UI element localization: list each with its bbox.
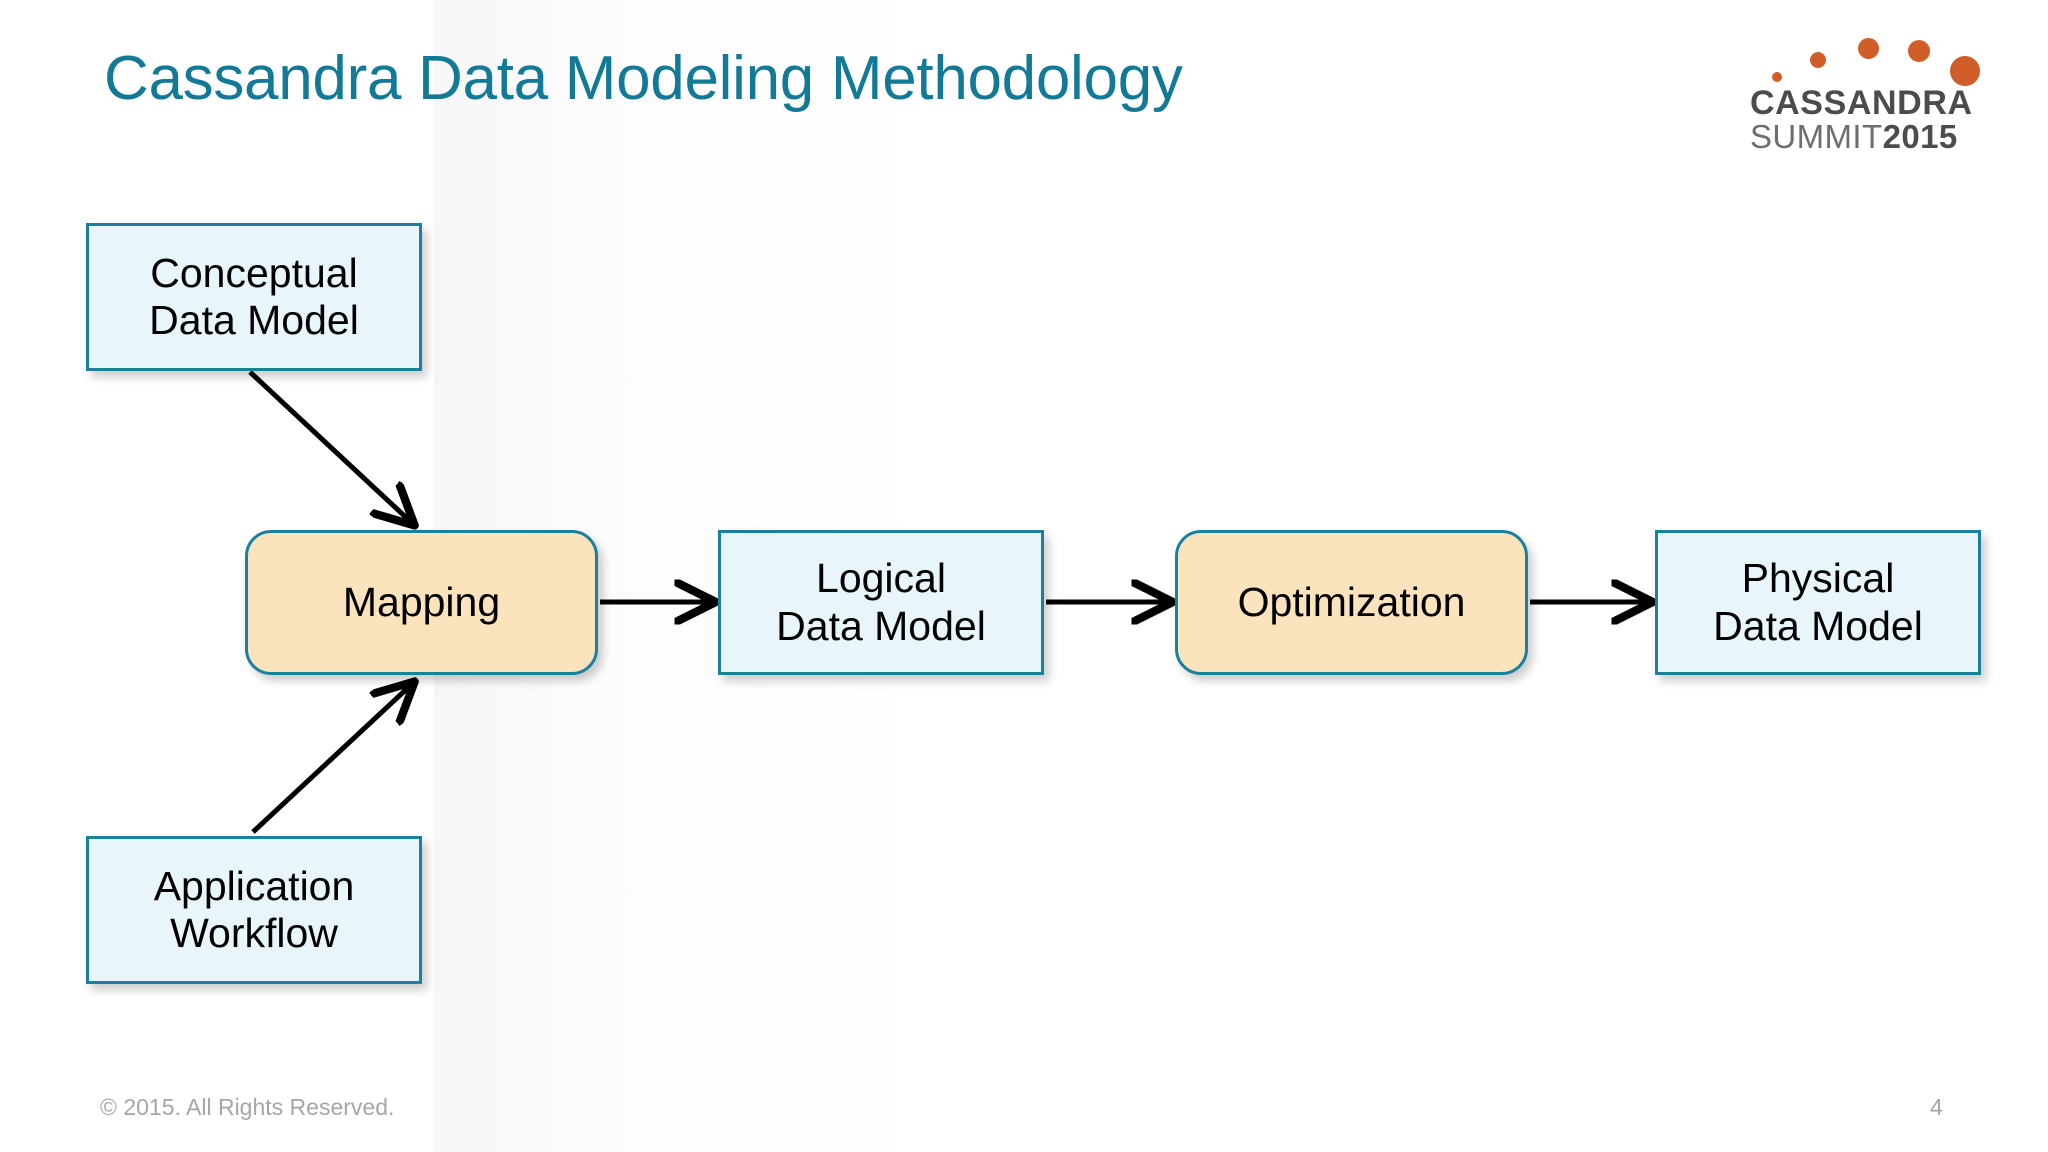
logo-text-cassandra: CASSANDRA [1750,84,1973,122]
node-label-line2: Workflow [170,910,338,956]
footer-copyright: © 2015. All Rights Reserved. [100,1094,395,1120]
footer-page-number: 4 [1930,1094,1943,1120]
cassandra-summit-logo: CASSANDRA SUMMIT2015 [1750,26,1980,155]
node-label-line1: Application [153,862,355,909]
arrow-conceptual-to-mapping [248,370,412,523]
orange-dot-arc-icon [1750,26,1980,88]
node-label-line2: Data Model [149,297,359,343]
logo-text-summit: SUMMIT [1750,118,1883,155]
diagram-node-mapping[interactable]: Mapping [245,530,598,675]
node-label-line1: Mapping [342,578,501,625]
logo-text-summit-2015: SUMMIT2015 [1750,118,1980,156]
node-label: Optimization [1230,579,1474,626]
node-label-line1: Physical [1741,555,1895,602]
node-label: Mapping [335,579,508,626]
diagram-node-optimization[interactable]: Optimization [1175,530,1528,675]
node-label-line2: Data Model [776,602,986,649]
arrow-workflow-to-mapping [251,684,412,834]
page-title: Cassandra Data Modeling Methodology [104,44,1183,113]
node-label-line1: Optimization [1237,578,1466,625]
node-label-line1: Logical [816,555,946,602]
node-label-line1: Conceptual [150,249,358,296]
logo-text-year: 2015 [1882,118,1958,155]
node-label-line2: Data Model [1713,602,1923,649]
